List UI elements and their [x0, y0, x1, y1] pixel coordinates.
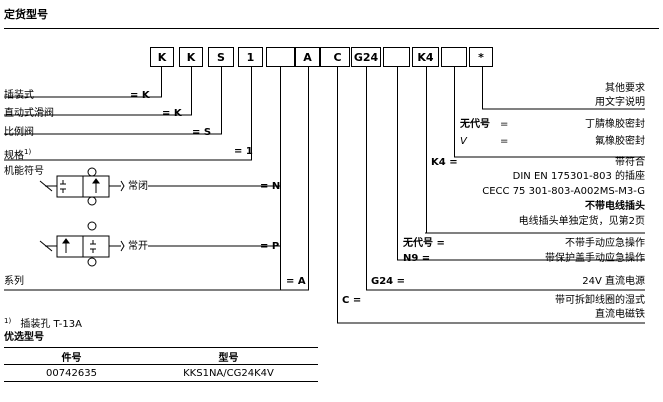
- code-cell-1: K: [150, 47, 174, 67]
- other-req-1: 其他要求: [605, 83, 645, 94]
- manual-none-val: 不带手动应急操作: [565, 238, 645, 249]
- code-cell-12: [441, 47, 467, 67]
- other-req-2: 用文字说明: [595, 97, 645, 108]
- code-cell-13: *: [469, 47, 493, 67]
- k4-line-3: CECC 75 301-803-A002MS-M3-G: [482, 186, 645, 197]
- code-cell-5: [266, 47, 295, 67]
- footnote-mark: 1): [4, 317, 12, 325]
- preferred-table: 件号 型号 00742635 KKS1NA/CG24K4V: [4, 347, 318, 382]
- preferred-header-part: 件号: [61, 352, 82, 364]
- code-spool: = K: [162, 108, 182, 119]
- seal-nbr-eq: =: [500, 119, 509, 130]
- label-no: 常开: [128, 241, 148, 252]
- order-code-boxes: K K S 1 A / C G24 K4 *: [0, 47, 663, 68]
- label-nc: 常闭: [128, 181, 148, 192]
- footnote-text: 插装孔 T-13A: [20, 319, 82, 331]
- code-nc: = N: [260, 181, 281, 192]
- k4-line-5: 电线插头单独定货，见第2页: [518, 216, 645, 227]
- preferred-type-code: KKS1NA/CG24K4V: [183, 367, 274, 379]
- label-size-sup: 1): [24, 148, 32, 156]
- seal-fkm-val: 氟橡胶密封: [595, 136, 645, 147]
- preferred-header-type: 型号: [218, 352, 239, 364]
- code-size: = 1: [234, 146, 253, 157]
- code-cell-2: K: [179, 47, 203, 67]
- k4-line-4: 不带电线插头: [585, 201, 645, 212]
- code-cartridge: = K: [130, 90, 150, 101]
- page-title: 定货型号: [4, 8, 48, 21]
- code-series: = A: [286, 276, 306, 287]
- label-series: 系列: [4, 276, 24, 287]
- label-spool: 直动式滑阀: [4, 108, 54, 119]
- label-size-text: 规格: [4, 150, 24, 162]
- code-cell-9: G24: [351, 47, 381, 67]
- g24-key: G24 =: [371, 276, 405, 287]
- label-cartridge: 插装式: [4, 90, 34, 101]
- c-val-2: 直流电磁铁: [595, 309, 645, 320]
- g24-val: 24V 直流电源: [582, 276, 645, 287]
- seal-fkm-key: V: [460, 136, 467, 147]
- valve-symbol-nc: [39, 167, 125, 206]
- table-row: 00742635 KKS1NA/CG24K4V: [4, 365, 318, 382]
- label-symbol: 机能符号: [4, 166, 44, 177]
- n9-val: 带保护盖手动应急操作: [545, 253, 645, 264]
- k4-line-2: DIN EN 175301-803 的插座: [512, 171, 645, 182]
- footnote: 1) 插装孔 T-13A: [4, 315, 82, 331]
- seal-nbr-key: 无代号: [460, 119, 490, 130]
- c-key: C =: [342, 295, 362, 306]
- n9-key: N9 =: [403, 253, 431, 264]
- preferred-title: 优选型号: [4, 332, 44, 343]
- code-cell-11: K4: [412, 47, 439, 67]
- k4-key: K4 =: [431, 157, 458, 168]
- label-proportional: 比例阀: [4, 127, 34, 138]
- valve-symbol-no: [39, 221, 125, 267]
- title-rule: [4, 28, 659, 29]
- code-cell-8: C: [326, 47, 350, 67]
- k4-line-1: 带符合: [615, 157, 645, 168]
- preferred-part-number: 00742635: [46, 367, 97, 379]
- c-val-1: 带可拆卸线圈的湿式: [555, 295, 645, 306]
- manual-none-key: 无代号 =: [403, 238, 445, 249]
- code-proportional: = S: [192, 127, 212, 138]
- preferred-header-row: 件号 型号: [4, 347, 318, 365]
- label-size: 规格1): [4, 146, 31, 162]
- code-cell-4: 1: [238, 47, 263, 67]
- seal-fkm-eq: =: [500, 136, 509, 147]
- code-no: = P: [260, 241, 280, 252]
- code-cell-6: A: [295, 47, 320, 67]
- code-cell-10: [383, 47, 410, 67]
- seal-nbr-val: 丁腈橡胶密封: [585, 119, 645, 130]
- code-cell-3: S: [208, 47, 234, 67]
